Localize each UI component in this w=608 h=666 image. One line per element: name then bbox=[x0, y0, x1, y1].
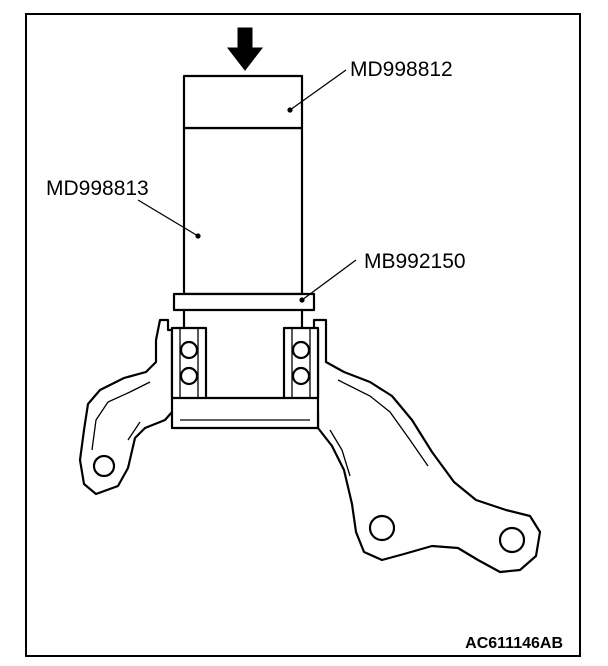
figure-code: AC611146AB bbox=[465, 635, 563, 652]
tool-ring-mb992150 bbox=[172, 292, 316, 312]
steering-knuckle bbox=[78, 318, 542, 574]
mount-hole-right bbox=[498, 526, 526, 554]
label-md998812: MD998812 bbox=[350, 58, 453, 81]
label-mb992150: MB992150 bbox=[364, 250, 466, 273]
press-direction-arrow-icon bbox=[226, 27, 264, 71]
mount-hole-center bbox=[368, 514, 396, 542]
wheel-bearing bbox=[170, 326, 320, 400]
special-tool-stack bbox=[172, 74, 316, 330]
tool-body-md998813 bbox=[182, 126, 304, 296]
tool-cap-md998812 bbox=[182, 74, 304, 130]
figure-frame bbox=[25, 13, 581, 657]
leader-lines bbox=[137, 69, 357, 303]
mount-hole-left bbox=[92, 454, 116, 478]
label-md998813: MD998813 bbox=[46, 177, 149, 200]
